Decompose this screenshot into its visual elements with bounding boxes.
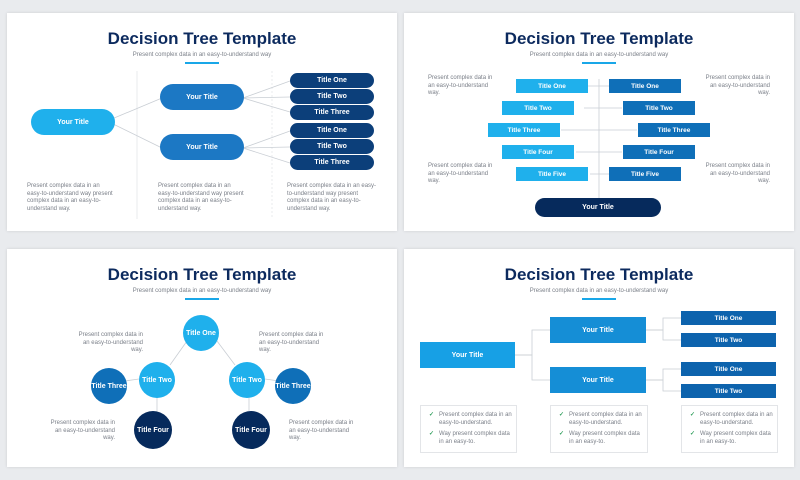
check-icon: ✓: [559, 431, 565, 437]
right-node[interactable]: Title Three: [638, 123, 710, 137]
title-underline: [185, 62, 219, 64]
right-node[interactable]: Title One: [609, 79, 681, 93]
checklist: ✓ Present complex data in an easy-to-unde…: [559, 412, 643, 450]
root-node[interactable]: Your Title: [420, 342, 515, 368]
note-text: Present complex data in an easy-to-under…: [428, 163, 493, 184]
branch-node-top[interactable]: Your Title: [550, 317, 646, 343]
list-item-text: Present complex data in an easy-to-under…: [439, 412, 512, 426]
left-node[interactable]: Title Three: [488, 123, 560, 137]
left-node[interactable]: Title One: [516, 79, 588, 93]
tree-connectors: [106, 71, 291, 219]
list-item: ✓ Way present complex data in an easy-to.: [429, 431, 513, 446]
leaf-node[interactable]: Title Three: [290, 105, 374, 120]
info-card: ✓ Present complex data in an easy-to-unde…: [550, 405, 648, 453]
left-node[interactable]: Title Four: [502, 145, 574, 159]
leaf-node[interactable]: Title Two: [290, 139, 374, 154]
list-item: ✓ Way present complex data in an easy-to.: [559, 431, 643, 446]
root-node[interactable]: Your Title: [535, 198, 661, 217]
list-item: ✓ Present complex data in an easy-to-unde…: [429, 412, 513, 427]
node-circle[interactable]: Title Three: [275, 368, 311, 404]
note-text: Present complex data in an easy-to-under…: [78, 332, 143, 353]
slide-1[interactable]: Decision Tree Template Present complex d…: [7, 13, 397, 231]
info-card: ✓ Present complex data in an easy-to-unde…: [681, 405, 778, 453]
note-text: Present complex data in an easy-to-under…: [287, 183, 377, 212]
check-icon: ✓: [429, 431, 435, 437]
node-circle[interactable]: Title Four: [134, 411, 172, 449]
note-text: Present complex data in an easy-to-under…: [158, 183, 244, 212]
note-text: Present complex data in an easy-to-under…: [50, 420, 115, 441]
checklist: ✓ Present complex data in an easy-to-unde…: [690, 412, 774, 450]
leaf-node[interactable]: Title Two: [681, 384, 776, 398]
leaf-node[interactable]: Title Two: [290, 89, 374, 104]
info-card: ✓ Present complex data in an easy-to-unde…: [420, 405, 517, 453]
slide-2[interactable]: Decision Tree Template Present complex d…: [404, 13, 794, 231]
node-circle[interactable]: Title One: [183, 315, 219, 351]
checklist: ✓ Present complex data in an easy-to-unde…: [429, 412, 513, 450]
right-node[interactable]: Title Two: [623, 101, 695, 115]
title-underline: [582, 298, 616, 300]
right-node[interactable]: Title Four: [623, 145, 695, 159]
slide-3[interactable]: Decision Tree Template Present complex d…: [7, 249, 397, 467]
branch-node-bottom[interactable]: Your Title: [550, 367, 646, 393]
node-circle[interactable]: Title Two: [139, 362, 175, 398]
list-item-text: Present complex data in an easy-to-under…: [700, 412, 773, 426]
tree-connectors: [561, 79, 637, 199]
slide-subtitle: Present complex data in an easy-to-under…: [132, 288, 272, 294]
title-underline: [185, 298, 219, 300]
node-circle[interactable]: Title Four: [232, 411, 270, 449]
slide-title: Decision Tree Template: [504, 29, 694, 48]
slide-title: Decision Tree Template: [107, 265, 297, 284]
list-item: ✓ Present complex data in an easy-to-unde…: [690, 412, 774, 427]
slide-4[interactable]: Decision Tree Template Present complex d…: [404, 249, 794, 467]
leaf-node[interactable]: Title One: [290, 123, 374, 138]
node-circle[interactable]: Title Two: [229, 362, 265, 398]
title-underline: [582, 62, 616, 64]
check-icon: ✓: [690, 412, 696, 418]
note-text: Present complex data in an easy-to-under…: [259, 332, 324, 353]
check-icon: ✓: [559, 412, 565, 418]
left-node[interactable]: Title Two: [502, 101, 574, 115]
note-text: Present complex data in an easy-to-under…: [705, 75, 770, 96]
leaf-node[interactable]: Title One: [290, 73, 374, 88]
branch-node-bottom[interactable]: Your Title: [160, 134, 244, 160]
node-circle[interactable]: Title Three: [91, 368, 127, 404]
note-text: Present complex data in an easy-to-under…: [428, 75, 493, 96]
note-text: Present complex data in an easy-to-under…: [27, 183, 113, 212]
leaf-node[interactable]: Title Two: [681, 333, 776, 347]
note-text: Present complex data in an easy-to-under…: [289, 420, 354, 441]
list-item: ✓ Way present complex data in an easy-to.: [690, 431, 774, 446]
list-item-text: Way present complex data in an easy-to.: [569, 431, 640, 445]
slide-subtitle: Present complex data in an easy-to-under…: [529, 52, 669, 58]
slide-title: Decision Tree Template: [107, 29, 297, 48]
tree-connectors: [515, 317, 681, 392]
note-text: Present complex data in an easy-to-under…: [705, 163, 770, 184]
right-node[interactable]: Title Five: [609, 167, 681, 181]
leaf-node[interactable]: Title Three: [290, 155, 374, 170]
list-item-text: Way present complex data in an easy-to.: [700, 431, 771, 445]
root-node[interactable]: Your Title: [31, 109, 115, 135]
slide-subtitle: Present complex data in an easy-to-under…: [529, 288, 669, 294]
left-node[interactable]: Title Five: [516, 167, 588, 181]
slide-subtitle: Present complex data in an easy-to-under…: [132, 52, 272, 58]
leaf-node[interactable]: Title One: [681, 311, 776, 325]
branch-node-top[interactable]: Your Title: [160, 84, 244, 110]
list-item: ✓ Present complex data in an easy-to-unde…: [559, 412, 643, 427]
check-icon: ✓: [690, 431, 696, 437]
slide-title: Decision Tree Template: [504, 265, 694, 284]
list-item-text: Way present complex data in an easy-to.: [439, 431, 510, 445]
list-item-text: Present complex data in an easy-to-under…: [569, 412, 642, 426]
check-icon: ✓: [429, 412, 435, 418]
leaf-node[interactable]: Title One: [681, 362, 776, 376]
